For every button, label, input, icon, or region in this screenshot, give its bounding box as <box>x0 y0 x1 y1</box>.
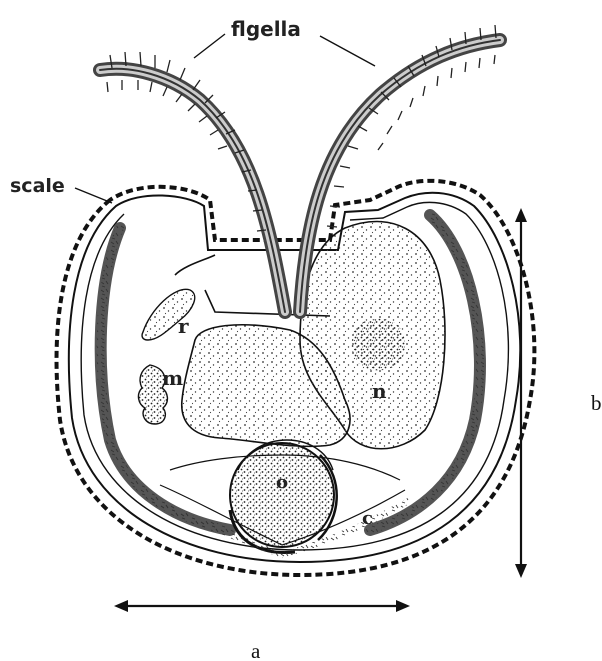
flagella-pointer-right <box>320 36 375 66</box>
dimension-label-a: a <box>251 639 261 661</box>
label-r: r <box>178 314 189 338</box>
label-scale: scale <box>10 175 65 197</box>
nucleolus <box>352 319 405 371</box>
dimension-arrow-a <box>114 600 410 612</box>
label-c: c <box>362 508 373 529</box>
flagellum-left <box>100 52 285 312</box>
dimension-label-b: b <box>591 391 602 415</box>
label-m: m <box>162 366 183 390</box>
label-o: o <box>276 472 288 493</box>
flagella-pointer-left <box>194 34 225 58</box>
label-flagella: flgella <box>231 17 301 41</box>
scale-pointer <box>75 188 112 203</box>
label-n: n <box>372 379 387 403</box>
